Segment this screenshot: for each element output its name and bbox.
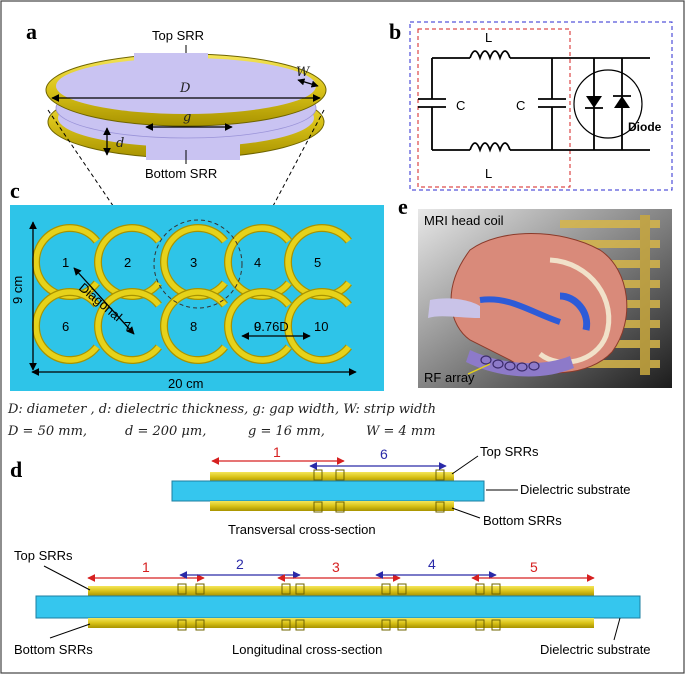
spacing-label: 0.76D [254, 319, 289, 334]
longitudinal-bottom-srrs [88, 618, 594, 628]
srr-cell-number: 1 [62, 255, 69, 270]
srr-ring [161, 289, 227, 363]
longitudinal-top-srrs [88, 586, 594, 596]
panel-b: b L L C C Diode [389, 19, 673, 191]
transversal-number-6: 6 [380, 446, 388, 462]
panel-e: e [398, 194, 672, 388]
longitudinal-substrate [35, 595, 641, 619]
transversal-substrate [171, 480, 485, 502]
dim-d-label: d [116, 136, 124, 151]
rf-array-pointer [467, 363, 491, 375]
srr-cell-number: 9 [254, 319, 261, 334]
panel-b-letter: b [389, 19, 401, 44]
longitudinal-number-4: 4 [428, 556, 436, 572]
height-label: 9 cm [10, 276, 25, 304]
longitudinal-number-2: 2 [236, 556, 244, 572]
zoom-line-right [237, 109, 325, 273]
rf-array-label: RF array [424, 370, 475, 385]
transversal-substrate-label: Dielectric substrate [520, 482, 631, 497]
panel-e-letter: e [398, 194, 408, 219]
dim-g-label: g [183, 110, 191, 125]
dim-D-label: D [179, 81, 191, 96]
transversal-bottom-pointer [451, 507, 481, 519]
longitudinal-bottom-label: Bottom SRRs [14, 642, 93, 657]
diode-symbols [585, 95, 631, 109]
inner-dashed-box [417, 28, 571, 188]
transversal-top-srrs [210, 472, 454, 482]
longitudinal-substrate-pointer [613, 617, 621, 641]
transversal-number-1: 1 [273, 444, 281, 460]
dim-W-label: W [296, 65, 311, 80]
longitudinal-number-3: 3 [332, 559, 340, 575]
head-anatomy [428, 233, 628, 374]
panel-d: d 1 6 Top SRRs Dielectric substrate Bott… [10, 444, 651, 657]
panel-a: a Top SRR D g d W Bottom SRR [26, 19, 327, 181]
head-coil-label: MRI head coil [424, 213, 504, 228]
legend-W-value: W = 4 mm [366, 424, 436, 439]
srr-cell-number: 5 [314, 255, 321, 270]
transversal-gap-marks [313, 469, 445, 513]
top-srr-label: Top SRR [152, 28, 204, 43]
legend-line-1: D: diameter , d: dielectric thickness, g… [7, 402, 436, 417]
inductor-top-label: L [485, 30, 492, 45]
panel-c: c 12345678910 9 cm 20 cm Diagonal 0.76D [10, 178, 384, 391]
transversal-bottom-srrs [210, 501, 454, 511]
srr-cell-number: 2 [124, 255, 131, 270]
longitudinal-top-pointer [43, 565, 91, 591]
longitudinal-number-1: 1 [142, 559, 150, 575]
lc-circuit [418, 50, 650, 153]
srr-cell-number: 6 [62, 319, 69, 334]
longitudinal-substrate-label: Dielectric substrate [540, 642, 651, 657]
transversal-top-label: Top SRRs [480, 444, 539, 459]
bottom-srr-label: Bottom SRR [145, 166, 217, 181]
inductor-bottom-label: L [485, 166, 492, 181]
panel-c-letter: c [10, 178, 20, 203]
srr-cell-number: 4 [254, 255, 261, 270]
highlight-ring-dashed [153, 219, 243, 309]
longitudinal-gap-marks [177, 583, 501, 631]
rf-array [466, 350, 574, 377]
legend: D: diameter , d: dielectric thickness, g… [7, 402, 436, 439]
longitudinal-section: 1 2 3 4 5 Top SRRs Bottom SRRs Dielectri… [14, 548, 651, 657]
longitudinal-top-label: Top SRRs [14, 548, 73, 563]
srr-cell-number: 8 [190, 319, 197, 334]
diode-label: Diode [628, 120, 662, 134]
transversal-section: 1 6 Top SRRs Dielectric substrate Bottom… [171, 444, 631, 537]
longitudinal-bottom-pointer [49, 623, 91, 639]
longitudinal-title: Longitudinal cross-section [232, 642, 382, 657]
srr-ring [285, 289, 351, 363]
diagonal-arrow [73, 267, 135, 335]
transversal-top-pointer [451, 455, 479, 475]
width-label: 20 cm [168, 376, 203, 391]
transversal-bottom-label: Bottom SRRs [483, 513, 562, 528]
capacitor-left-label: C [456, 98, 465, 113]
legend-D-value: D = 50 mm, [7, 424, 87, 439]
srr-cell-number: 10 [314, 319, 328, 334]
outer-dashed-box [409, 21, 673, 191]
transversal-title: Transversal cross-section [228, 522, 376, 537]
legend-d-value: d = 200 μm, [125, 424, 206, 439]
panel-d-letter: d [10, 457, 22, 482]
capacitor-right-label: C [516, 98, 525, 113]
panel-a-letter: a [26, 19, 37, 44]
dim-W-arrow [297, 78, 319, 88]
longitudinal-number-5: 5 [530, 559, 538, 575]
legend-g-value: g = 16 mm, [248, 424, 325, 439]
srr-ring [225, 289, 291, 363]
srr-cell-number: 3 [190, 255, 197, 270]
